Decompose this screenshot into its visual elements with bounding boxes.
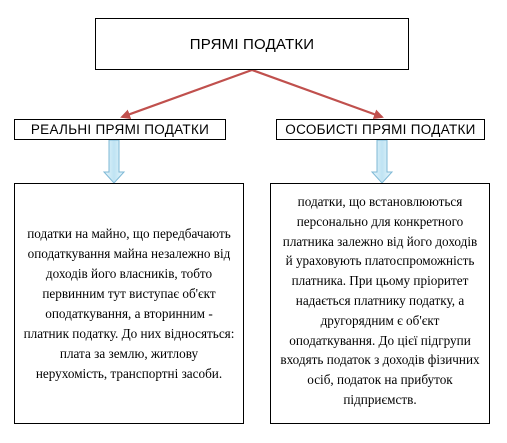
- category-personal-taxes-label: ОСОБИСТІ ПРЯМІ ПОДАТКИ: [285, 122, 476, 137]
- down-arrow-right: [370, 139, 394, 184]
- down-arrow-left: [102, 139, 126, 184]
- diagram-title-text: ПРЯМІ ПОДАТКИ: [189, 35, 315, 53]
- category-real-taxes-label: РЕАЛЬНІ ПРЯМІ ПОДАТКИ: [30, 122, 210, 137]
- category-real-taxes: РЕАЛЬНІ ПРЯМІ ПОДАТКИ: [14, 119, 226, 140]
- description-real-taxes-text: податки на майно, що передбачають оподат…: [23, 225, 235, 381]
- arrow-to-personal-taxes: [251, 68, 384, 119]
- description-personal-taxes: податки, що встановлюються персонально д…: [270, 183, 490, 424]
- diagram-title: ПРЯМІ ПОДАТКИ: [95, 18, 409, 70]
- arrow-to-real-taxes: [120, 68, 253, 119]
- category-personal-taxes: ОСОБИСТІ ПРЯМІ ПОДАТКИ: [276, 119, 485, 140]
- description-real-taxes: податки на майно, що передбачають оподат…: [14, 183, 244, 424]
- description-personal-taxes-text: податки, що встановлюються персонально д…: [280, 194, 480, 407]
